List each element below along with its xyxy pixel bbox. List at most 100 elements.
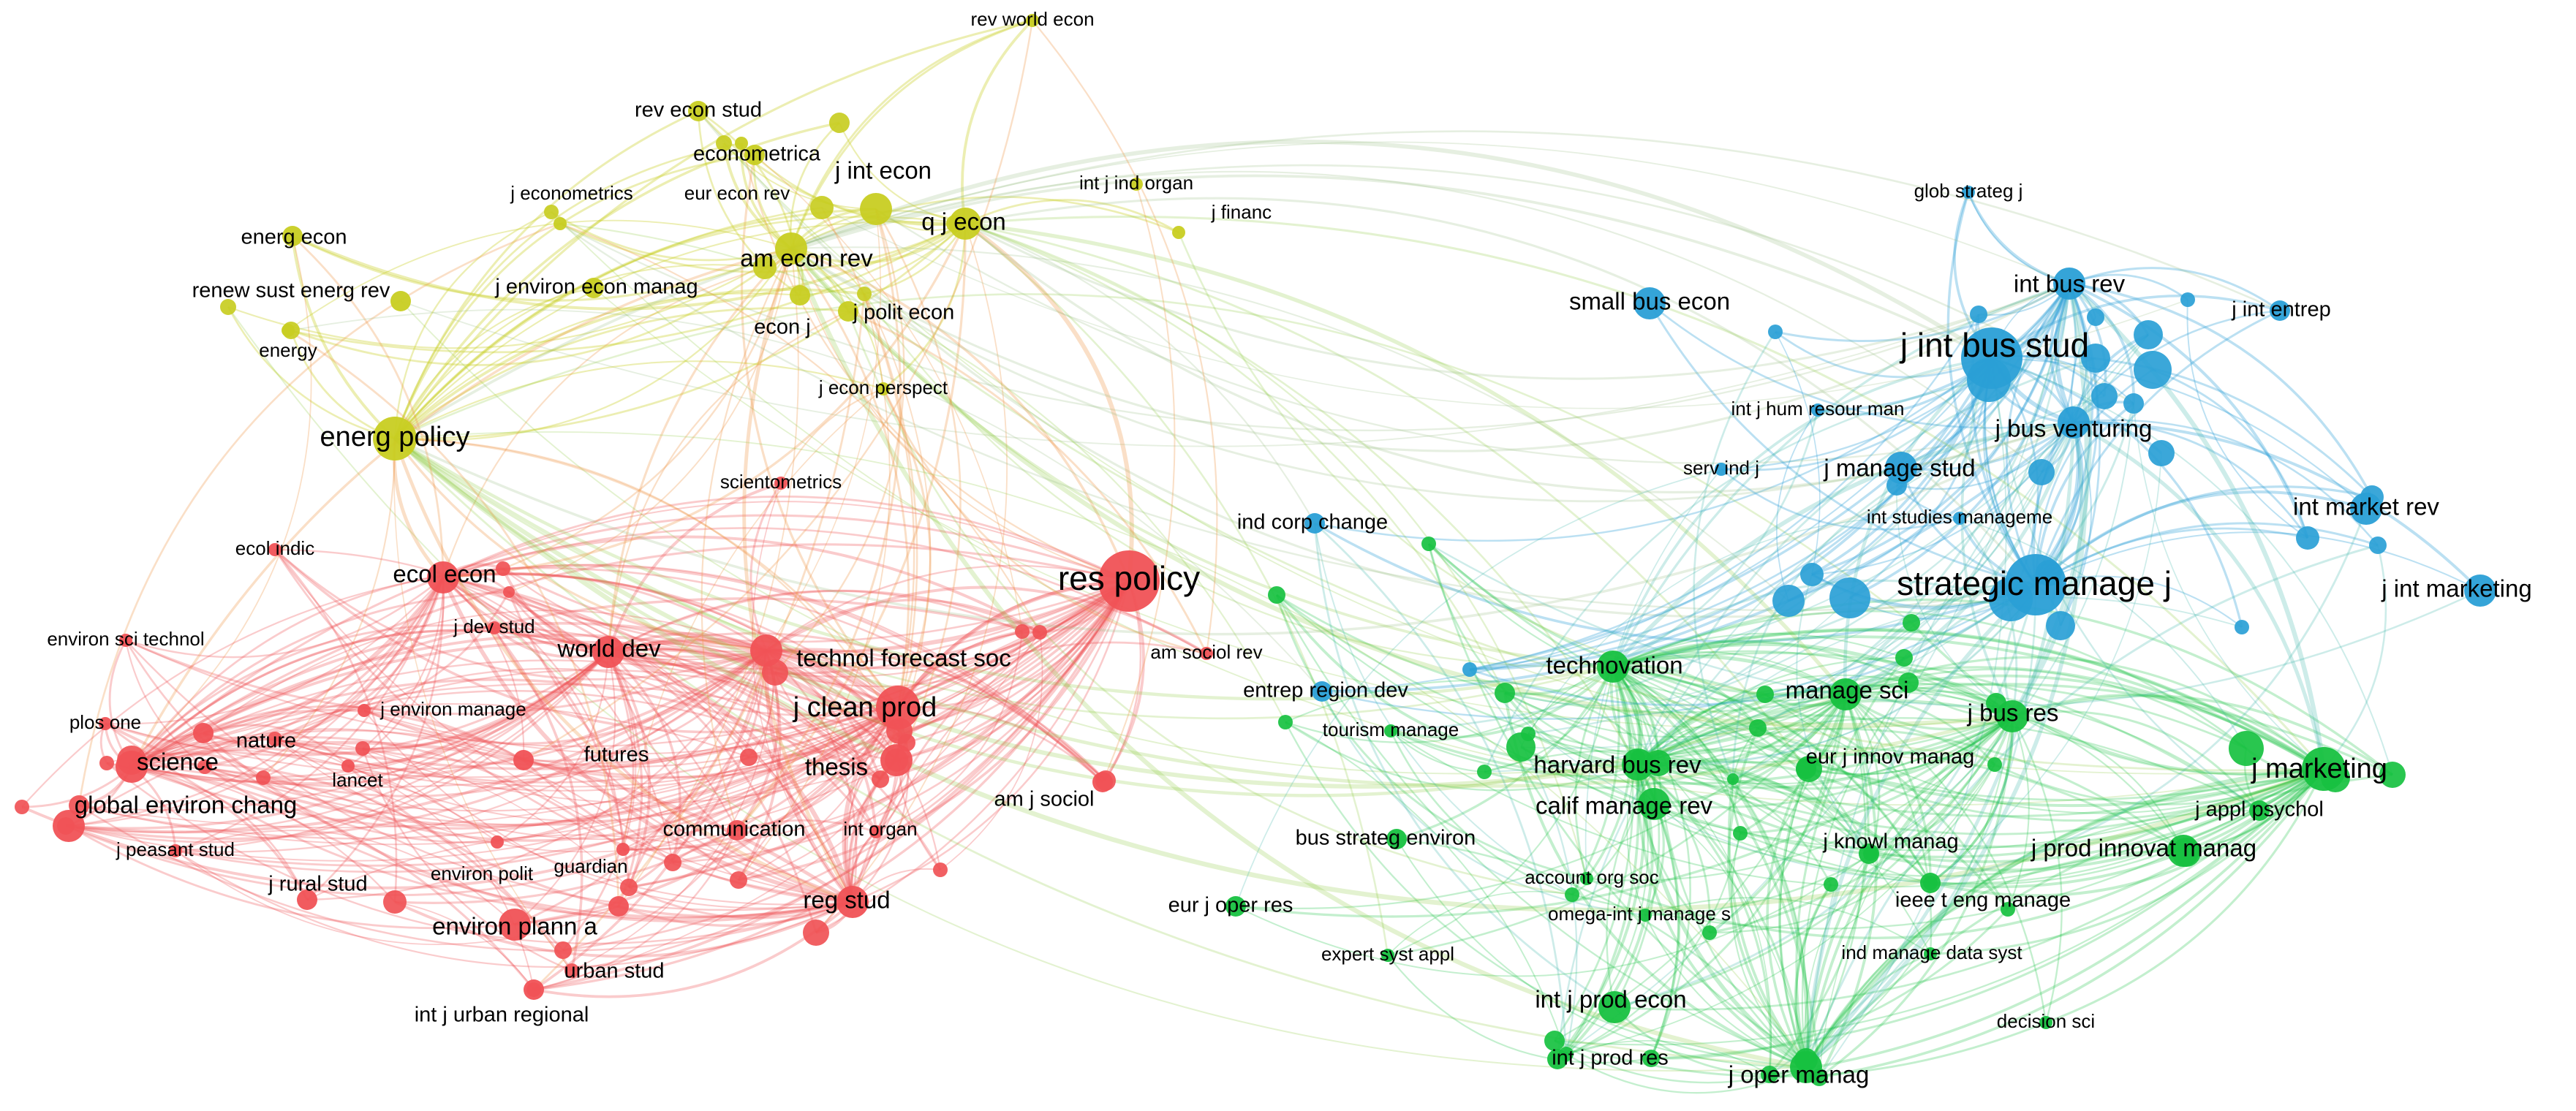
network-node-j-appl-psychol[interactable]	[2249, 800, 2270, 821]
network-node-int-market-rev[interactable]	[2350, 493, 2382, 525]
network-node-j-knowl-manag[interactable]	[1859, 843, 1879, 864]
network-node-int-j-urban-regional[interactable]	[524, 979, 544, 1000]
network-node-world-dev[interactable]	[592, 636, 624, 668]
network-node-j-int-marketing[interactable]	[2464, 575, 2496, 607]
network-node-j-prod-innovat-manag[interactable]	[2167, 835, 2199, 867]
edge-222	[1390, 665, 1614, 739]
network-node-int-j-prod-res[interactable]	[1547, 1049, 1568, 1069]
network-node-rev-econ-stud[interactable]	[688, 101, 709, 121]
network-node-j-econ-perspect[interactable]	[877, 382, 890, 395]
network-node-j-rural-stud[interactable]	[297, 890, 317, 910]
network-node-tourism-manage[interactable]	[1384, 724, 1397, 737]
network-node-ind-corp-change[interactable]	[1304, 513, 1325, 534]
network-node-j-bus-res[interactable]	[1996, 700, 2028, 732]
network-node-entrep-region-dev[interactable]	[1312, 681, 1332, 702]
edge-43	[749, 482, 782, 651]
network-node-serv-ind-j[interactable]	[1715, 463, 1728, 476]
edge-515	[1844, 694, 1881, 854]
network-node-j-peasant-stud[interactable]	[169, 844, 182, 857]
network-node-lancet[interactable]	[341, 759, 355, 773]
edge-108	[131, 705, 524, 768]
network-node-unlabeled-21	[383, 890, 407, 914]
network-node-eur-econ-rev[interactable]	[735, 137, 748, 150]
edge-316	[502, 568, 767, 653]
network-node-communication[interactable]	[727, 820, 747, 841]
network-node-j-int-entrep[interactable]	[2270, 300, 2290, 321]
edge-368	[628, 580, 1130, 889]
network-node-expert-syst-appl[interactable]	[1381, 949, 1394, 962]
network-node-bus-strateg-environ[interactable]	[1386, 829, 1407, 849]
network-node-int-j-ind-organ[interactable]	[1130, 178, 1143, 191]
network-node-j-clean-prod[interactable]	[876, 686, 920, 729]
network-node-j-int-econ[interactable]	[860, 193, 892, 225]
network-node-ieee-t-eng-manage[interactable]	[1920, 873, 1941, 893]
network-node-j-financ[interactable]	[1172, 226, 1185, 239]
network-node-int-j-hum-resour-man[interactable]	[1811, 403, 1824, 417]
network-node-technovation[interactable]	[1597, 651, 1629, 683]
network-node-econ-j[interactable]	[790, 285, 810, 306]
network-node-j-manage-stud[interactable]	[1885, 452, 1917, 484]
network-node-j-environ-econ-manag[interactable]	[583, 278, 604, 298]
network-node-nature[interactable]	[193, 723, 214, 743]
network-node-environ-plann-a[interactable]	[499, 909, 531, 941]
network-node-harvard-bus-rev[interactable]	[1622, 748, 1654, 781]
network-node-reg-stud[interactable]	[836, 886, 869, 918]
network-node-am-sociol-rev[interactable]	[1200, 647, 1213, 660]
network-node-am-econ-rev[interactable]	[775, 232, 807, 265]
network-node-int-bus-rev[interactable]	[2053, 268, 2085, 300]
network-node-unlabeled-68	[1761, 1066, 1778, 1083]
network-node-j-econometrics[interactable]	[554, 217, 567, 230]
edge-939	[1637, 572, 2050, 767]
network-node-j-dev-stud[interactable]	[488, 621, 501, 634]
network-node-manage-sci[interactable]	[1829, 678, 1862, 710]
network-node-environ-sci-technol[interactable]	[119, 634, 132, 647]
network-node-ecol-indic[interactable]	[268, 543, 282, 556]
network-node-glob-strateg-j[interactable]	[1962, 186, 1975, 199]
network-node-energ-policy[interactable]	[373, 417, 417, 460]
network-node-j-bus-venturing[interactable]	[2058, 406, 2090, 439]
network-node-energy[interactable]	[282, 324, 295, 337]
edge-468	[1520, 746, 2324, 859]
network-node-j-int-bus-stud[interactable]	[1961, 327, 2022, 389]
edge-957	[1427, 543, 1807, 1061]
network-node-thesis[interactable]	[880, 744, 913, 776]
network-node-calif-manage-rev[interactable]	[1638, 788, 1670, 820]
network-node-scientometrics[interactable]	[774, 477, 787, 490]
network-node-science[interactable]	[116, 751, 148, 783]
network-node-environ-polit[interactable]	[491, 835, 504, 849]
network-node-plos-one[interactable]	[99, 717, 112, 730]
network-node-decision-sci[interactable]	[2039, 1016, 2052, 1029]
network-node-account-org-soc[interactable]	[1580, 872, 1593, 885]
network-node-rev-world-econ[interactable]	[1026, 14, 1039, 27]
edge-671	[1636, 583, 2036, 765]
network-node-ind-manage-data-syst[interactable]	[1924, 947, 1937, 960]
network-node-urban-stud[interactable]	[608, 896, 629, 917]
network-node-int-organ[interactable]	[869, 825, 883, 838]
network-node-j-marketing[interactable]	[2302, 747, 2346, 791]
network-node-eur-j-oper-res[interactable]	[1225, 896, 1246, 917]
network-node-small-bus-econ[interactable]	[1633, 287, 1666, 319]
network-node-omega-int-j-manage-s[interactable]	[1639, 909, 1652, 922]
network-node-econometrica[interactable]	[744, 145, 765, 165]
network-node-j-polit-econ[interactable]	[838, 301, 858, 322]
network-node-q-j-econ[interactable]	[949, 208, 981, 240]
network-node-int-studies-manageme[interactable]	[1953, 512, 1966, 525]
network-node-guardian[interactable]	[616, 843, 630, 856]
network-node-j-environ-manage[interactable]	[358, 704, 371, 717]
network-node-strategic-manage-j[interactable]	[2005, 554, 2066, 615]
network-node-unlabeled-41	[1495, 683, 1515, 703]
network-node-eur-j-innov-manag[interactable]	[1796, 759, 1816, 779]
network-node-am-j-sociol[interactable]	[1092, 772, 1113, 792]
network-node-technol-forecast-soc[interactable]	[750, 634, 782, 667]
network-node-renew-sust-energ-rev[interactable]	[390, 291, 411, 311]
node-label-ind-corp-change: ind corp change	[1237, 511, 1388, 534]
network-node-j-oper-manag[interactable]	[1790, 1051, 1822, 1083]
network-node-res-policy[interactable]	[1098, 550, 1160, 612]
network-node-energ-econ[interactable]	[282, 226, 303, 246]
network-node-int-j-prod-econ[interactable]	[1598, 991, 1631, 1023]
edge-115	[347, 577, 445, 767]
network-node-futures[interactable]	[513, 750, 534, 770]
network-node-global-environ-chang[interactable]	[53, 810, 85, 842]
edge-770	[2054, 282, 2076, 424]
network-node-ecol-econ[interactable]	[427, 561, 459, 594]
